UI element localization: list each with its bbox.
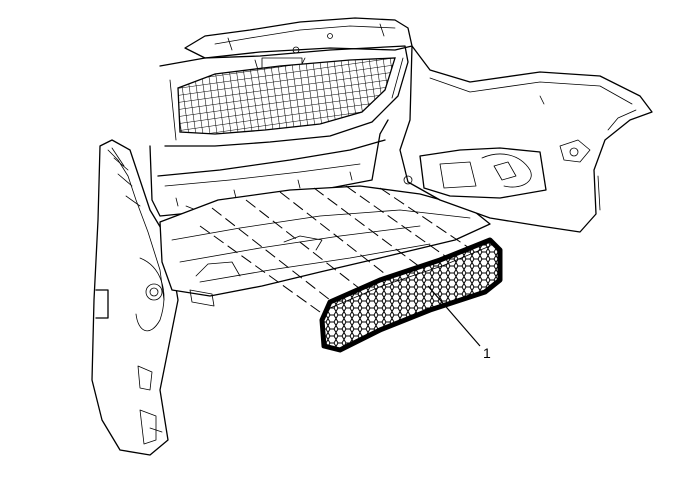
upper-grille: [159, 45, 409, 147]
callout-leader-line: [427, 285, 481, 347]
lower-grille-insert: [319, 237, 503, 353]
callout-1: 1: [427, 285, 491, 361]
lower-tray: [159, 185, 491, 313]
upper-bracket: [184, 17, 413, 71]
left-bumper-side: [91, 139, 179, 456]
callout-label: 1: [483, 345, 491, 361]
right-bumper-side: [399, 45, 653, 233]
